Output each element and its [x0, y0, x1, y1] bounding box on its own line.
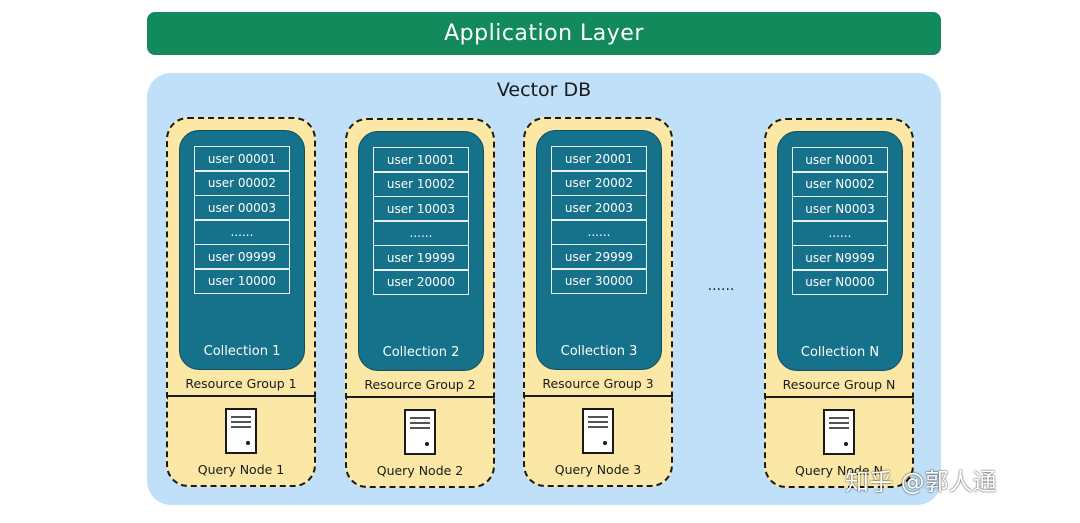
application-layer: Application Layer	[147, 12, 941, 55]
collection-row: user 00002	[194, 170, 290, 196]
collection-row: user 19999	[373, 244, 469, 271]
group-2: user 10001 user 10002 user 10003 ...... …	[345, 118, 495, 492]
query-node-label: Query Node 3	[554, 462, 642, 477]
group-n: user N0001 user N0002 user N0003 ...... …	[764, 118, 914, 492]
group-3: user 20001 user 20002 user 20003 ...... …	[523, 117, 673, 491]
vector-db-title: Vector DB	[496, 79, 592, 101]
collection: user N0001 user N0002 user N0003 ...... …	[777, 131, 903, 371]
collection-label: Collection N	[800, 345, 880, 360]
resource-group-label: Resource Group N	[782, 377, 896, 392]
collection-row: ......	[551, 219, 647, 245]
collection: user 00001 user 00002 user 00003 ...... …	[179, 130, 305, 370]
collection-row: user 20003	[551, 194, 647, 221]
watermark: 知乎 @郭人通	[845, 468, 997, 496]
server-icon	[404, 409, 436, 455]
query-node-label: Query Node N	[795, 463, 883, 478]
query-node-label: Query Node 2	[376, 463, 464, 478]
collection-row: ......	[194, 219, 290, 245]
collection-rows: user 10001 user 10002 user 10003 ...... …	[373, 146, 469, 295]
collection-label: Collection 2	[382, 345, 460, 360]
query-node: Query Node 2	[345, 398, 495, 488]
resource-group: user 00001 user 00002 user 00003 ...... …	[166, 117, 316, 397]
collection-row: user 10000	[194, 268, 290, 294]
collection-rows: user N0001 user N0002 user N0003 ...... …	[792, 146, 888, 295]
collection-row: user 10003	[373, 195, 469, 222]
collection-label: Collection 1	[203, 344, 281, 359]
resource-group-label: Resource Group 2	[364, 377, 476, 392]
group-1: user 00001 user 00002 user 00003 ...... …	[166, 117, 316, 491]
server-icon	[823, 409, 855, 455]
collection: user 10001 user 10002 user 10003 ...... …	[358, 131, 484, 371]
collection-row: ......	[792, 220, 888, 246]
collection-row: user 00001	[194, 145, 290, 172]
application-layer-label: Application Layer	[444, 21, 644, 46]
collection-row: user N0000	[792, 269, 888, 295]
resource-group: user 10001 user 10002 user 10003 ...... …	[345, 118, 495, 398]
collection-row: user 20002	[551, 170, 647, 196]
collection-row: user N0001	[792, 146, 888, 173]
query-node: Query Node 1	[166, 397, 316, 487]
server-icon	[225, 408, 257, 454]
resource-group-label: Resource Group 1	[185, 376, 297, 391]
collection-row: user 10002	[373, 171, 469, 197]
collection-row: user 00003	[194, 194, 290, 221]
resource-group: user 20001 user 20002 user 20003 ...... …	[523, 117, 673, 397]
collection-row: user N0003	[792, 195, 888, 222]
collection-row: user N9999	[792, 244, 888, 271]
groups-ellipsis: ......	[707, 278, 735, 294]
collection-row: user 10001	[373, 146, 469, 173]
server-icon	[582, 408, 614, 454]
collection-row: user 20000	[373, 269, 469, 295]
resource-group-label: Resource Group 3	[542, 376, 654, 391]
collection-row: user 29999	[551, 243, 647, 270]
query-node-label: Query Node 1	[197, 462, 285, 477]
collection-row: user 30000	[551, 268, 647, 294]
collection-rows: user 20001 user 20002 user 20003 ...... …	[551, 145, 647, 294]
query-node: Query Node 3	[523, 397, 673, 487]
query-node: Query Node N	[764, 398, 914, 488]
collection-row: ......	[373, 220, 469, 246]
collection-row: user N0002	[792, 171, 888, 197]
collection-label: Collection 3	[560, 344, 638, 359]
collection: user 20001 user 20002 user 20003 ...... …	[536, 130, 662, 370]
collection-rows: user 00001 user 00002 user 00003 ...... …	[194, 145, 290, 294]
collection-row: user 09999	[194, 243, 290, 270]
resource-group: user N0001 user N0002 user N0003 ...... …	[764, 118, 914, 398]
collection-row: user 20001	[551, 145, 647, 172]
